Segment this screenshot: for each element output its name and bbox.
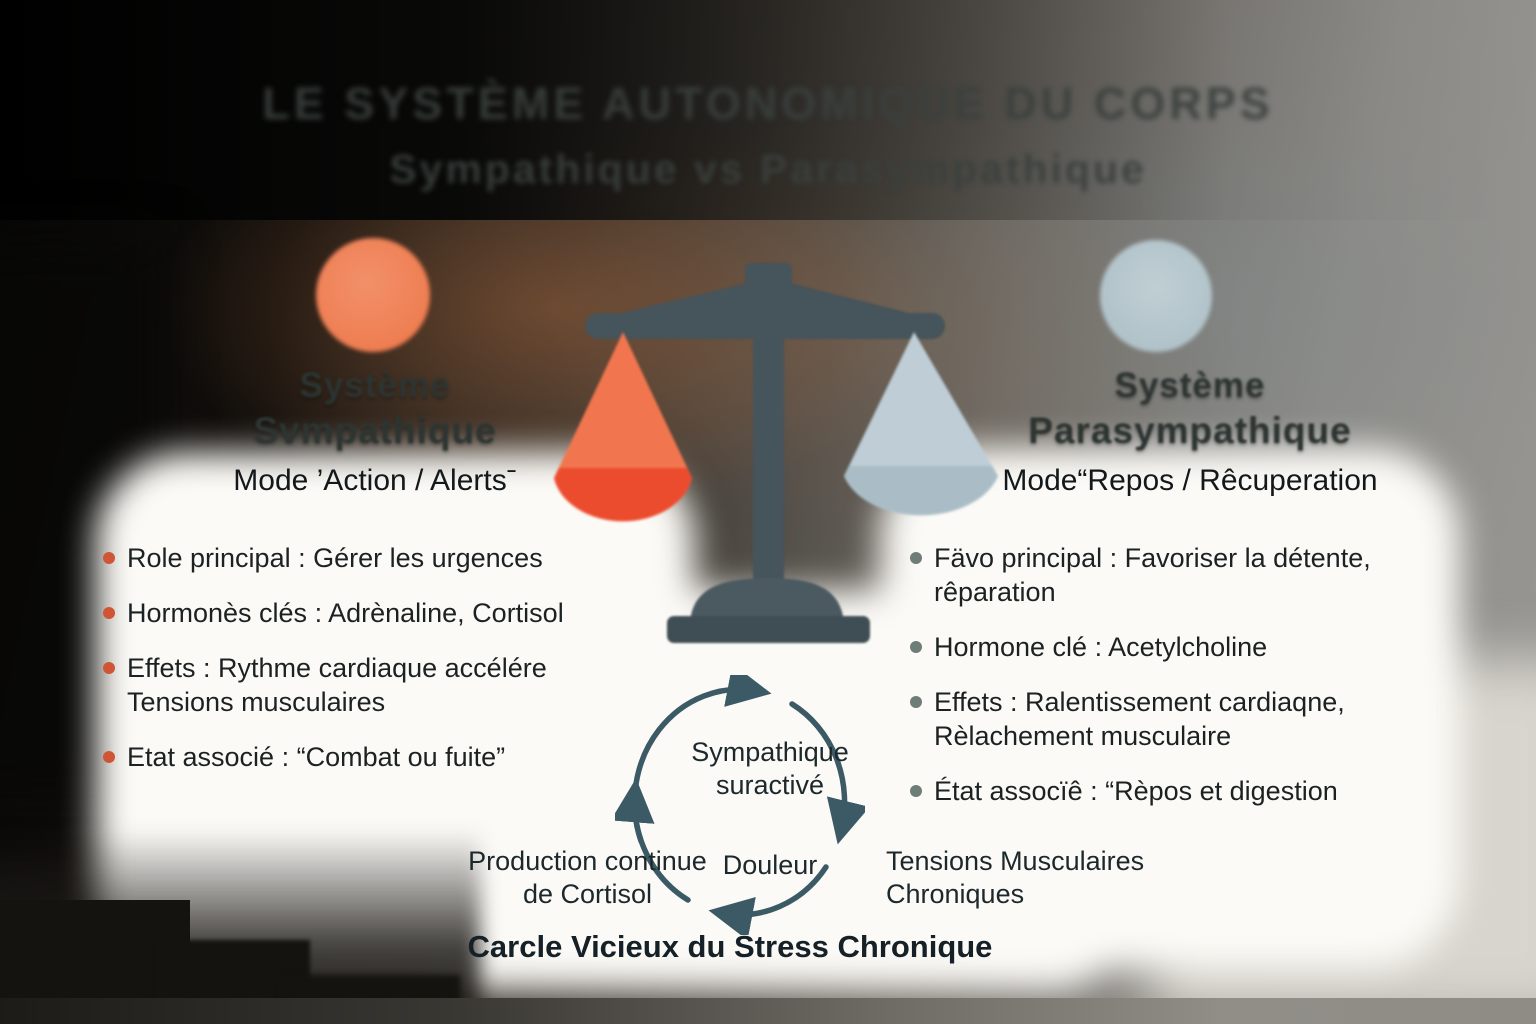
- bullet-dot-icon: [103, 607, 115, 620]
- list-item: Fävo principal : Favoriser la détente, r…: [910, 541, 1510, 609]
- right-system-bullet-list: Fävo principal : Favoriser la détente, r…: [910, 541, 1510, 829]
- bullet-text: Etat associé : “Combat ou fuite”: [127, 742, 506, 773]
- orange-circle-icon: [316, 238, 430, 352]
- cycle-step-douleur: Douleur: [722, 850, 818, 880]
- bullet-text: Hormonès clés : Adrènaline, Cortisol: [127, 598, 564, 629]
- cycle-step-sympathique-suractive: Sympathique suractivé: [691, 737, 849, 800]
- list-item: Effets : Rythme cardiaque accélére Tensi…: [103, 651, 703, 719]
- left-system-name-line1: Système: [299, 366, 451, 405]
- right-system-mode-label: Mode“Repos / Rêcuperation: [1002, 464, 1378, 497]
- bullet-text: État assocïê : “Rèpos et digestion: [934, 776, 1338, 807]
- left-scale-pan-cone-icon: [554, 332, 692, 522]
- cycle-step-tensions-musculaires: Tensions Musculaires Chroniques: [886, 846, 1145, 909]
- bullet-dot-icon: [103, 751, 115, 764]
- list-item: Hormonès clés : Adrènaline, Cortisol: [103, 596, 703, 630]
- bullet-dot-icon: [910, 552, 922, 564]
- page-title-line1: LE SYSTÈME AUTONOMIQUE DU CORPS: [262, 78, 1274, 129]
- right-system-name-line1: Système: [1114, 366, 1266, 405]
- right-scale-pan-cone-icon: [844, 332, 998, 516]
- cycle-caption: Carcle Vicieux du Stress Chronique: [467, 929, 993, 964]
- bullet-dot-icon: [910, 641, 922, 654]
- right-system-name-line2: Parasympathique: [1028, 410, 1352, 451]
- bullet-text: Hormone clé : Acetylcholine: [934, 632, 1268, 663]
- list-item: État assocïê : “Rèpos et digestion: [910, 774, 1510, 808]
- cycle-arrows-icon: [615, 675, 865, 935]
- balance-scale-icon: [585, 263, 945, 643]
- list-item: Effets : Ralentissement cardiaqne, Rèlac…: [910, 685, 1510, 753]
- left-system-name-line2: Svmpathique: [253, 410, 497, 451]
- cycle-step-production-cortisol: Production continue de Cortisol: [468, 846, 707, 909]
- page-title: LE SYSTÈME AUTONOMIQUE DU CORPS Sympathi…: [0, 78, 1536, 193]
- left-system-mode-label: Mode ’Action / Alertsˉ: [233, 464, 517, 497]
- bullet-dot-icon: [910, 696, 922, 709]
- bullet-text: Fävo principal : Favoriser la détente, r…: [934, 543, 1371, 608]
- bullet-dot-icon: [910, 785, 922, 798]
- list-item: Hormone clé : Acetylcholine: [910, 630, 1510, 664]
- right-system-heading: Système Parasympathique Mode“Repos / Rêc…: [905, 366, 1475, 498]
- background-top-shade: [0, 0, 1536, 220]
- list-item: Etat associé : “Combat ou fuite”: [103, 740, 703, 774]
- left-system-heading: Système Svmpathique Mode ’Action / Alert…: [95, 366, 655, 498]
- background-bottom-strip: [0, 998, 1536, 1024]
- bullet-dot-icon: [103, 552, 115, 564]
- blue-circle-icon: [1100, 240, 1212, 352]
- page-title-line2: Sympathique vs Parasympathique: [389, 146, 1147, 192]
- bullet-text: Effets : Ralentissement cardiaqne, Rèlac…: [934, 687, 1345, 752]
- left-system-bullet-list: Role principal : Gérer les urgences Horm…: [103, 541, 703, 795]
- bullet-dot-icon: [103, 662, 115, 675]
- bullet-text: Role principal : Gérer les urgences: [127, 543, 543, 573]
- list-item: Role principal : Gérer les urgences: [103, 541, 703, 575]
- bullet-text: Effets : Rythme cardiaque accélére Tensi…: [127, 653, 547, 718]
